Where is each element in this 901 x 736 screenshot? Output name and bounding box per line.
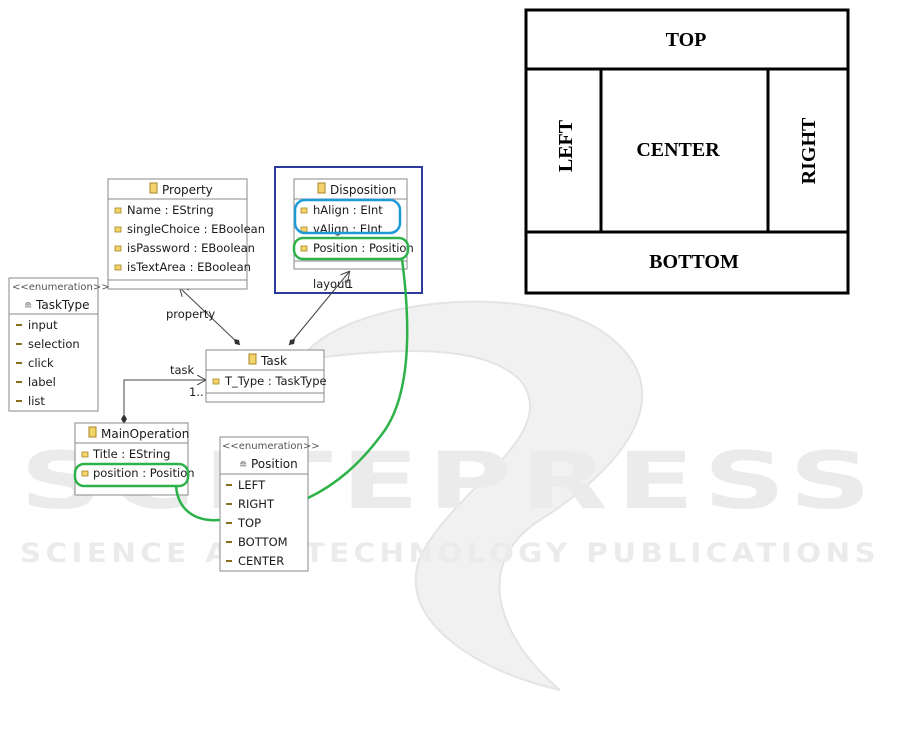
attr-position: Position : Position (313, 241, 414, 255)
assoc-task-role: task (170, 363, 195, 377)
assoc-property-diamond (234, 339, 240, 345)
class-disposition: Disposition hAlign : EInt vAlign : EInt … (293, 178, 414, 270)
assoc-property-line (180, 288, 241, 346)
region-right: RIGHT (798, 117, 820, 184)
attr-icon (114, 226, 122, 233)
enum-position-title: Position (251, 457, 298, 471)
literal-top: TOP (237, 516, 261, 530)
attr-icon (81, 470, 89, 477)
disposition-frame (274, 166, 423, 294)
attr-istextarea: isTextArea : EBoolean (127, 260, 251, 274)
enum-tasktype-title: TaskType (35, 298, 89, 312)
region-left: LEFT (555, 119, 577, 172)
region-top: TOP (666, 29, 707, 51)
attr-icon (114, 264, 122, 271)
assoc-property-role: property (166, 307, 215, 321)
watermark-subtitle: SCIENCE AND TECHNOLOGY PUBLICATIONS (20, 538, 880, 569)
watermark-logo: SCITEPRESS SCIENCE AND TECHNOLOGY PUBLIC… (20, 300, 880, 691)
attr-name: Name : EString (127, 203, 214, 217)
associations: 1 property layout 1 task 1.. (121, 272, 353, 424)
class-property-title: Property (162, 183, 213, 197)
highlight-green-disposition-position (292, 236, 410, 261)
literal-selection: selection (28, 337, 80, 351)
attr-icon (300, 207, 308, 214)
assoc-layout-line (288, 272, 349, 346)
enum-position: <<enumeration>> ≘ Position LEFT RIGHT TO… (219, 436, 320, 572)
class-mainoperation: MainOperation Title : EString position :… (74, 422, 195, 496)
attr-singlechoice: singleChoice : EBoolean (127, 222, 265, 236)
attr-icon (114, 207, 122, 214)
highlight-green-mainoperation-position (73, 462, 190, 488)
attr-ispassword: isPassword : EBoolean (127, 241, 255, 255)
attr-icon (300, 245, 308, 252)
class-icon (88, 426, 97, 438)
class-property: Property Name : EString singleChoice : E… (107, 178, 265, 290)
literal-input: input (28, 318, 58, 332)
enum-tasktype-stereotype: <<enumeration>> (12, 282, 110, 293)
assoc-layout-mult: 1 (346, 277, 353, 291)
attr-icon (212, 378, 220, 385)
enum-icon: ≘ (24, 301, 32, 312)
attr-icon (81, 451, 89, 458)
enum-position-stereotype: <<enumeration>> (222, 441, 320, 452)
class-icon (248, 353, 257, 365)
literal-center: CENTER (238, 554, 284, 568)
green-connector-right (307, 258, 409, 500)
literal-right: RIGHT (238, 497, 275, 511)
class-task-title: Task (260, 354, 287, 368)
region-bottom: BOTTOM (649, 251, 739, 273)
enum-icon: ≘ (239, 460, 247, 471)
highlights (73, 198, 410, 522)
attr-t-type: T_Type : TaskType (224, 374, 327, 388)
layout-regions: TOP LEFT CENTER RIGHT BOTTOM (524, 8, 850, 295)
literal-label: label (28, 375, 56, 389)
attr-halign: hAlign : EInt (313, 203, 383, 217)
assoc-layout-diamond (289, 339, 295, 345)
class-icon (317, 182, 326, 194)
class-mainoperation-title: MainOperation (101, 427, 189, 441)
layout-outer-frame (524, 8, 850, 295)
literal-list: list (28, 394, 45, 408)
attr-title: Title : EString (92, 447, 170, 461)
assoc-task-diamond (121, 414, 127, 424)
green-connector-left (174, 485, 221, 522)
assoc-task-line (123, 380, 205, 414)
attr-icon (114, 245, 122, 252)
class-task: Task T_Type : TaskType (205, 349, 327, 403)
attr-position: position : Position (93, 466, 195, 480)
region-center: CENTER (636, 139, 720, 161)
class-icon (149, 182, 158, 194)
literal-left: LEFT (238, 478, 266, 492)
literal-click: click (28, 356, 54, 370)
enum-tasktype: <<enumeration>> ≘ TaskType input selecti… (8, 277, 110, 412)
highlight-blue-halign-valign (293, 198, 402, 235)
literal-bottom: BOTTOM (238, 535, 288, 549)
assoc-layout-role: layout (313, 277, 349, 291)
class-disposition-title: Disposition (330, 183, 396, 197)
assoc-task-mult: 1.. (189, 385, 204, 399)
